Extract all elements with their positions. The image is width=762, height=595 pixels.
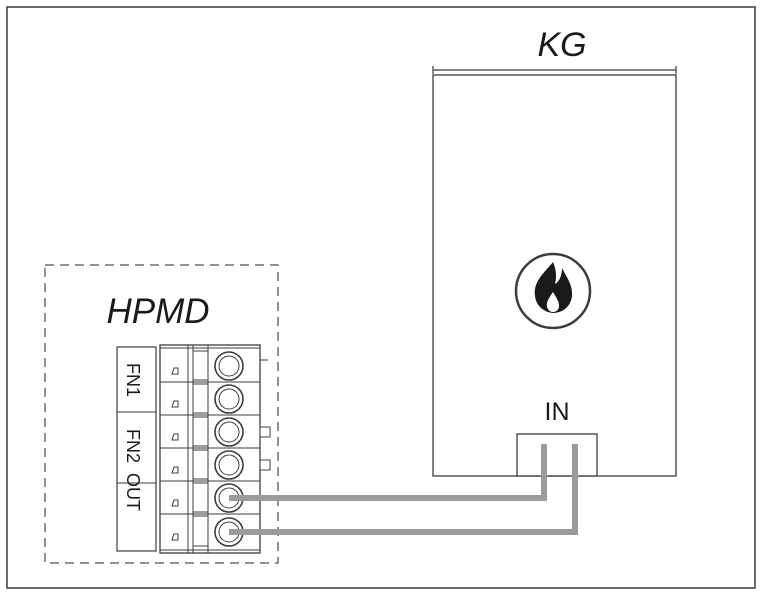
terminal-label-fn1: FN1 — [123, 363, 143, 397]
terminal-label-out: OUT — [123, 473, 143, 511]
module: HPMD FN1 FN2 OUT — [44, 264, 279, 564]
terminal-screw — [160, 416, 271, 449]
wire-out-2 — [229, 444, 578, 535]
module-dashed-border — [44, 264, 279, 564]
wire-out-1 — [229, 444, 547, 501]
boiler-title: KG — [537, 26, 586, 64]
boiler-input-label: IN — [545, 398, 570, 426]
outer-frame — [6, 6, 756, 589]
boiler-input-connector — [516, 433, 598, 477]
boiler: KG IN — [432, 26, 677, 477]
terminal-label-strip — [116, 346, 157, 552]
terminal-block — [159, 344, 261, 554]
terminal-screw — [160, 350, 268, 383]
wires — [229, 444, 578, 535]
terminal-screw — [160, 449, 271, 482]
terminal-label-fn2: FN2 — [123, 429, 143, 463]
terminal-screw — [160, 383, 260, 416]
module-title: HPMD — [106, 292, 209, 331]
flame-icon — [514, 252, 592, 330]
